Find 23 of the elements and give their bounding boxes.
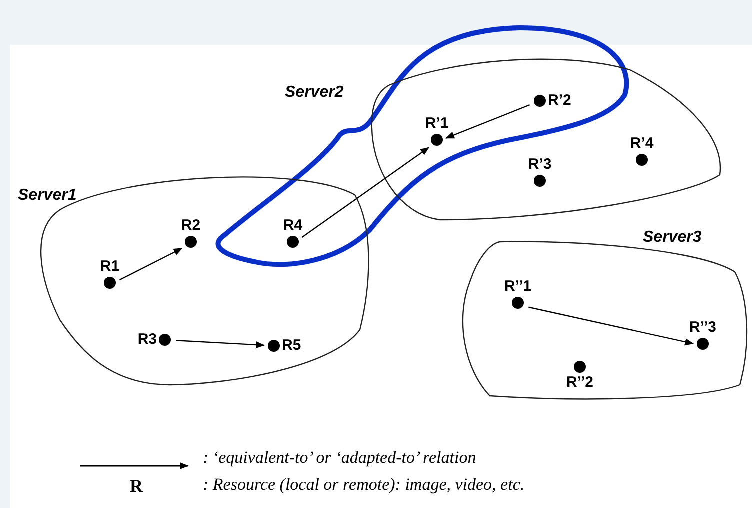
resource-label: R’3 <box>528 155 552 175</box>
arrow <box>302 147 430 238</box>
resource-label: R1 <box>100 257 120 277</box>
resource-label: R’’1 <box>504 277 532 297</box>
resource-label: R3 <box>138 330 157 350</box>
resource-label: R’’3 <box>690 318 716 338</box>
resource-label: R5 <box>282 336 302 356</box>
resource-label: R’2 <box>548 91 572 111</box>
server-heading: Server2 <box>285 83 344 103</box>
arrow <box>445 104 530 139</box>
resource-label: R4 <box>283 216 303 236</box>
resource-label: R’1 <box>425 114 449 134</box>
arrow <box>120 248 183 281</box>
legend-text: : ‘equivalent-to’ or ‘adapted-to’ relation <box>203 447 476 469</box>
server-heading: Server3 <box>643 228 702 248</box>
arrow <box>176 340 265 349</box>
arrow <box>528 306 694 346</box>
legend-text: : Resource (local or remote): image, video, etc. <box>203 474 525 496</box>
legend-symbol: R <box>130 475 143 497</box>
server-heading: Server1 <box>18 186 77 206</box>
resource-label: R2 <box>181 216 201 236</box>
resource-label: R’4 <box>630 134 654 154</box>
resource-label: R’’2 <box>566 373 594 393</box>
